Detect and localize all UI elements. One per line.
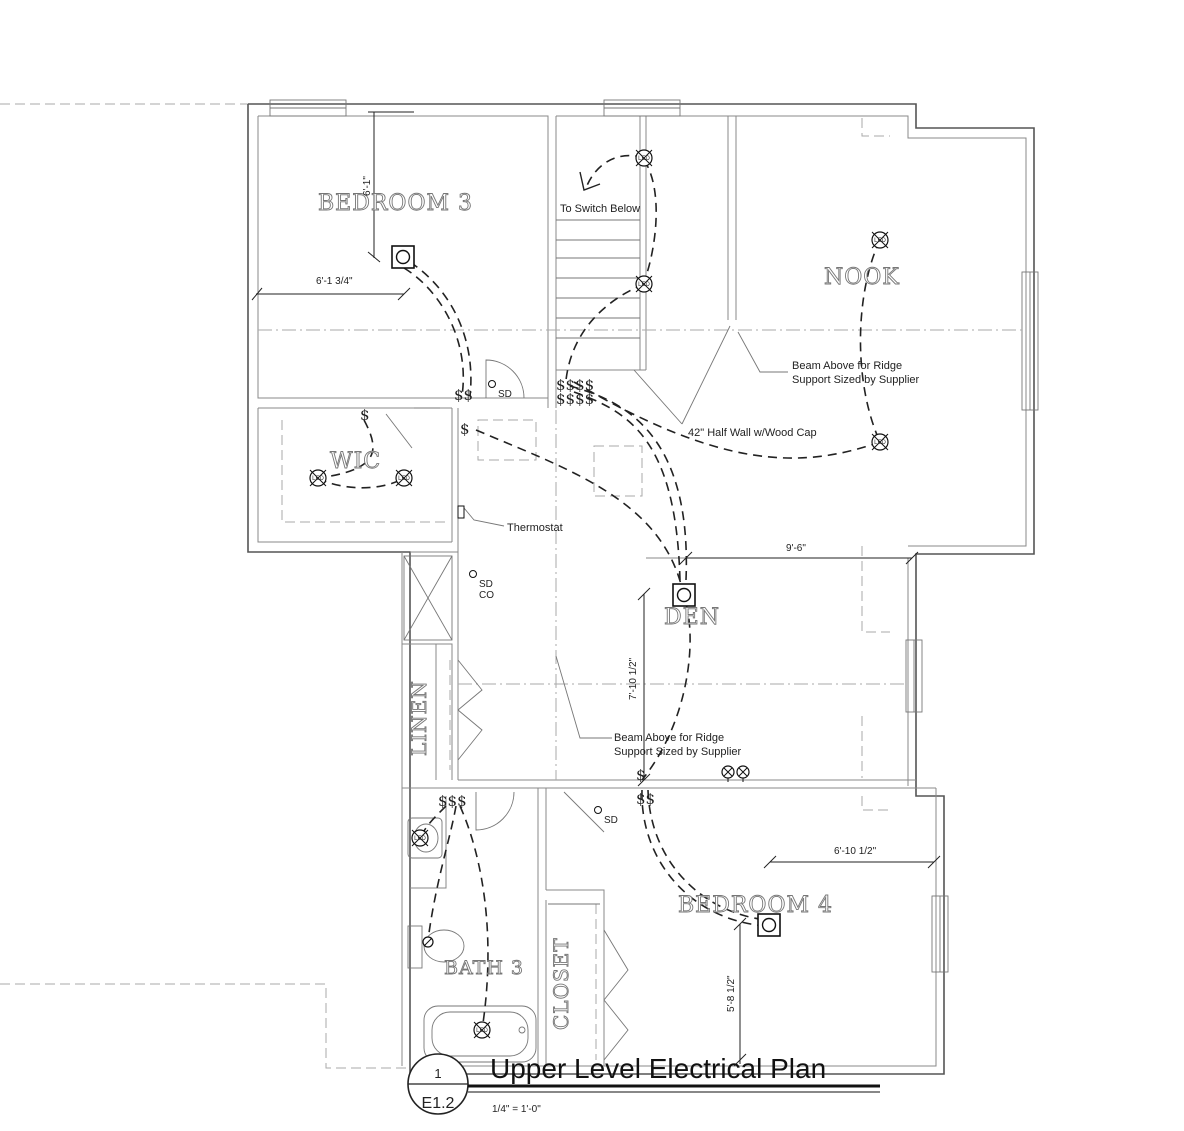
switch-triple: $$$	[438, 792, 467, 810]
fan-box-den	[672, 583, 696, 607]
led-light-icon: LED	[871, 231, 889, 249]
sheet-number: E1.2	[422, 1095, 455, 1112]
led-lights: LED LED LED LED LED LED	[309, 149, 889, 1039]
smoke-detector-label: SD	[498, 389, 512, 400]
switches: $$ $$$$ $$$$ $ $ $ $$ $$$	[360, 376, 655, 810]
stairs	[556, 219, 640, 339]
switch-double: $$	[454, 386, 473, 404]
wall-light-icons	[721, 765, 750, 782]
drawing-title: Upper Level Electrical Plan	[490, 1053, 826, 1084]
svg-text:LED: LED	[638, 282, 650, 288]
note-beam-nook-2: Support Sized by Supplier	[792, 374, 920, 386]
led-light-icon: LED	[635, 149, 653, 167]
svg-text:LED: LED	[476, 1028, 488, 1034]
closet-dashed-outlines	[281, 118, 890, 1060]
note-half-wall: 42" Half Wall w/Wood Cap	[688, 427, 817, 439]
svg-text:LED: LED	[874, 238, 886, 244]
leader-lines	[463, 325, 788, 739]
switch-single: $	[460, 420, 470, 438]
detail-number: 1	[434, 1066, 441, 1081]
doors	[385, 359, 629, 1061]
note-beam-den-2: Support Sized by Supplier	[614, 746, 742, 758]
switch-quad: $$$$	[556, 376, 594, 394]
smoke-detector-label: SD	[604, 815, 618, 826]
led-light-icon: LED	[635, 275, 653, 293]
led-light-icon: LED	[411, 829, 429, 847]
switch-quad-2: $$$$	[556, 390, 594, 408]
svg-text:LED: LED	[398, 476, 410, 482]
fan-box-bedroom-4	[757, 913, 781, 937]
room-label-wic: WIC	[330, 449, 381, 474]
led-light-icon: LED	[309, 469, 327, 487]
dim-bedroom4-vertical: 5'-8 1/2"	[726, 975, 737, 1012]
led-light-icon: LED	[473, 1021, 491, 1039]
room-label-den: DEN	[664, 605, 720, 630]
beam-lines	[258, 329, 1026, 780]
switch-single: $	[360, 406, 370, 424]
smoke-co-label-2: CO	[479, 590, 494, 601]
room-labels: BEDROOM 3 NOOK WIC DEN BEDROOM 4 BATH 3 …	[318, 191, 900, 1031]
smoke-co-label-1: SD	[479, 579, 493, 590]
led-light-icon: LED	[395, 469, 413, 487]
circuit-runs	[317, 154, 881, 1031]
room-label-bedroom-3: BEDROOM 3	[318, 191, 473, 216]
svg-text:LED: LED	[414, 836, 426, 842]
switch-below-arrow	[579, 171, 601, 191]
note-beam-den-1: Beam Above for Ridge	[614, 732, 724, 744]
windows	[269, 99, 1039, 973]
room-label-linen: LINEN	[407, 680, 431, 756]
dimension-lines	[251, 111, 941, 1067]
dimension-texts: 6'-1" 6'-1 3/4" 9'-6" 7'-10 1/2" 6'-10 1…	[316, 176, 877, 1012]
drawing-scale: 1/4" = 1'-0"	[492, 1104, 541, 1115]
smoke-detectors: SD SD CO SD	[469, 380, 618, 826]
note-thermostat: Thermostat	[507, 522, 563, 534]
exterior-walls	[247, 103, 1035, 1075]
fixture-boxes	[391, 245, 781, 937]
notes: To Switch Below Beam Above for Ridge Sup…	[507, 203, 920, 758]
fan-box-bedroom-3	[391, 245, 415, 269]
room-label-bedroom-4: BEDROOM 4	[678, 893, 833, 918]
dim-bedroom3-horizontal: 6'-1 3/4"	[316, 276, 353, 287]
thermostat-icon	[457, 505, 465, 519]
svg-text:LED: LED	[312, 476, 324, 482]
context-lines	[0, 103, 410, 1069]
dim-bedroom3-vertical: 6'-1"	[362, 176, 373, 196]
note-beam-nook-1: Beam Above for Ridge	[792, 360, 902, 372]
svg-text:LED: LED	[638, 156, 650, 162]
room-label-nook: NOOK	[824, 265, 900, 290]
dim-den-vertical: 7'-10 1/2"	[628, 657, 639, 700]
plumbing-fixtures	[407, 817, 600, 1063]
switch-single: $	[636, 766, 646, 784]
exhaust-fan-icon	[422, 936, 434, 948]
room-label-bath-3: BATH 3	[444, 957, 524, 979]
dim-den-horizontal: 9'-6"	[786, 543, 806, 554]
svg-text:LED: LED	[874, 440, 886, 446]
switch-double: $$	[636, 790, 655, 808]
led-light-icon: LED	[871, 433, 889, 451]
dim-bedroom4-horizontal: 6'-10 1/2"	[834, 846, 877, 857]
note-to-switch-below: To Switch Below	[560, 203, 640, 215]
title-block: 1 E1.2 Upper Level Electrical Plan 1/4" …	[407, 1053, 880, 1115]
room-label-closet: CLOSET	[549, 937, 573, 1030]
